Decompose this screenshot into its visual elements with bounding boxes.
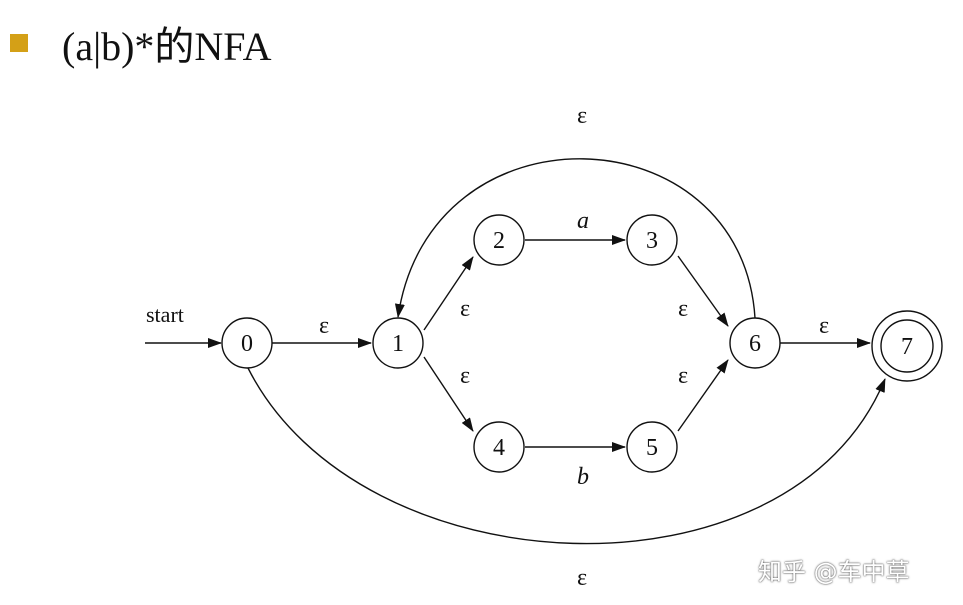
edge-label-2-3: a (577, 208, 589, 234)
slide-title: (a|b)*的NFA (10, 14, 271, 72)
state-4: 4 (473, 421, 525, 473)
edge-1-4 (423, 356, 474, 432)
start-label: start (146, 302, 184, 327)
edge-label-1-2: ε (460, 296, 470, 322)
square-bullet-icon (10, 34, 28, 52)
edge-5-6 (677, 359, 729, 432)
state-label-7: 7 (901, 334, 913, 360)
state-7-accepting: 7 (871, 310, 943, 382)
state-label-2: 2 (493, 228, 505, 254)
edge-label-6-1: ε (577, 103, 587, 129)
state-3: 3 (626, 214, 678, 266)
state-label-4: 4 (493, 435, 505, 461)
state-2: 2 (473, 214, 525, 266)
title-text: (a|b)*的NFA (62, 24, 272, 69)
edge-3-6 (677, 255, 729, 327)
state-label-5: 5 (646, 435, 658, 461)
state-label-3: 3 (646, 228, 658, 254)
watermark: 知乎 @车中草 (758, 558, 910, 586)
state-6: 6 (729, 317, 781, 369)
state-label-1: 1 (392, 331, 404, 357)
edge-label-6-7: ε (819, 313, 829, 339)
state-label-6: 6 (749, 331, 761, 357)
edge-label-1-4: ε (460, 363, 470, 389)
edge-label-3-6: ε (678, 296, 688, 322)
edge-label-0-7: ε (577, 565, 587, 591)
edge-1-2 (423, 256, 474, 331)
state-5: 5 (626, 421, 678, 473)
state-1: 1 (372, 317, 424, 369)
edge-label-0-1: ε (319, 313, 329, 339)
edge-0-7-bypass (247, 367, 886, 545)
state-0: 0 (221, 317, 273, 369)
edge-6-1-loop (394, 158, 756, 319)
edge-label-4-5: b (577, 464, 589, 490)
state-label-0: 0 (241, 331, 253, 357)
edge-label-5-6: ε (678, 363, 688, 389)
